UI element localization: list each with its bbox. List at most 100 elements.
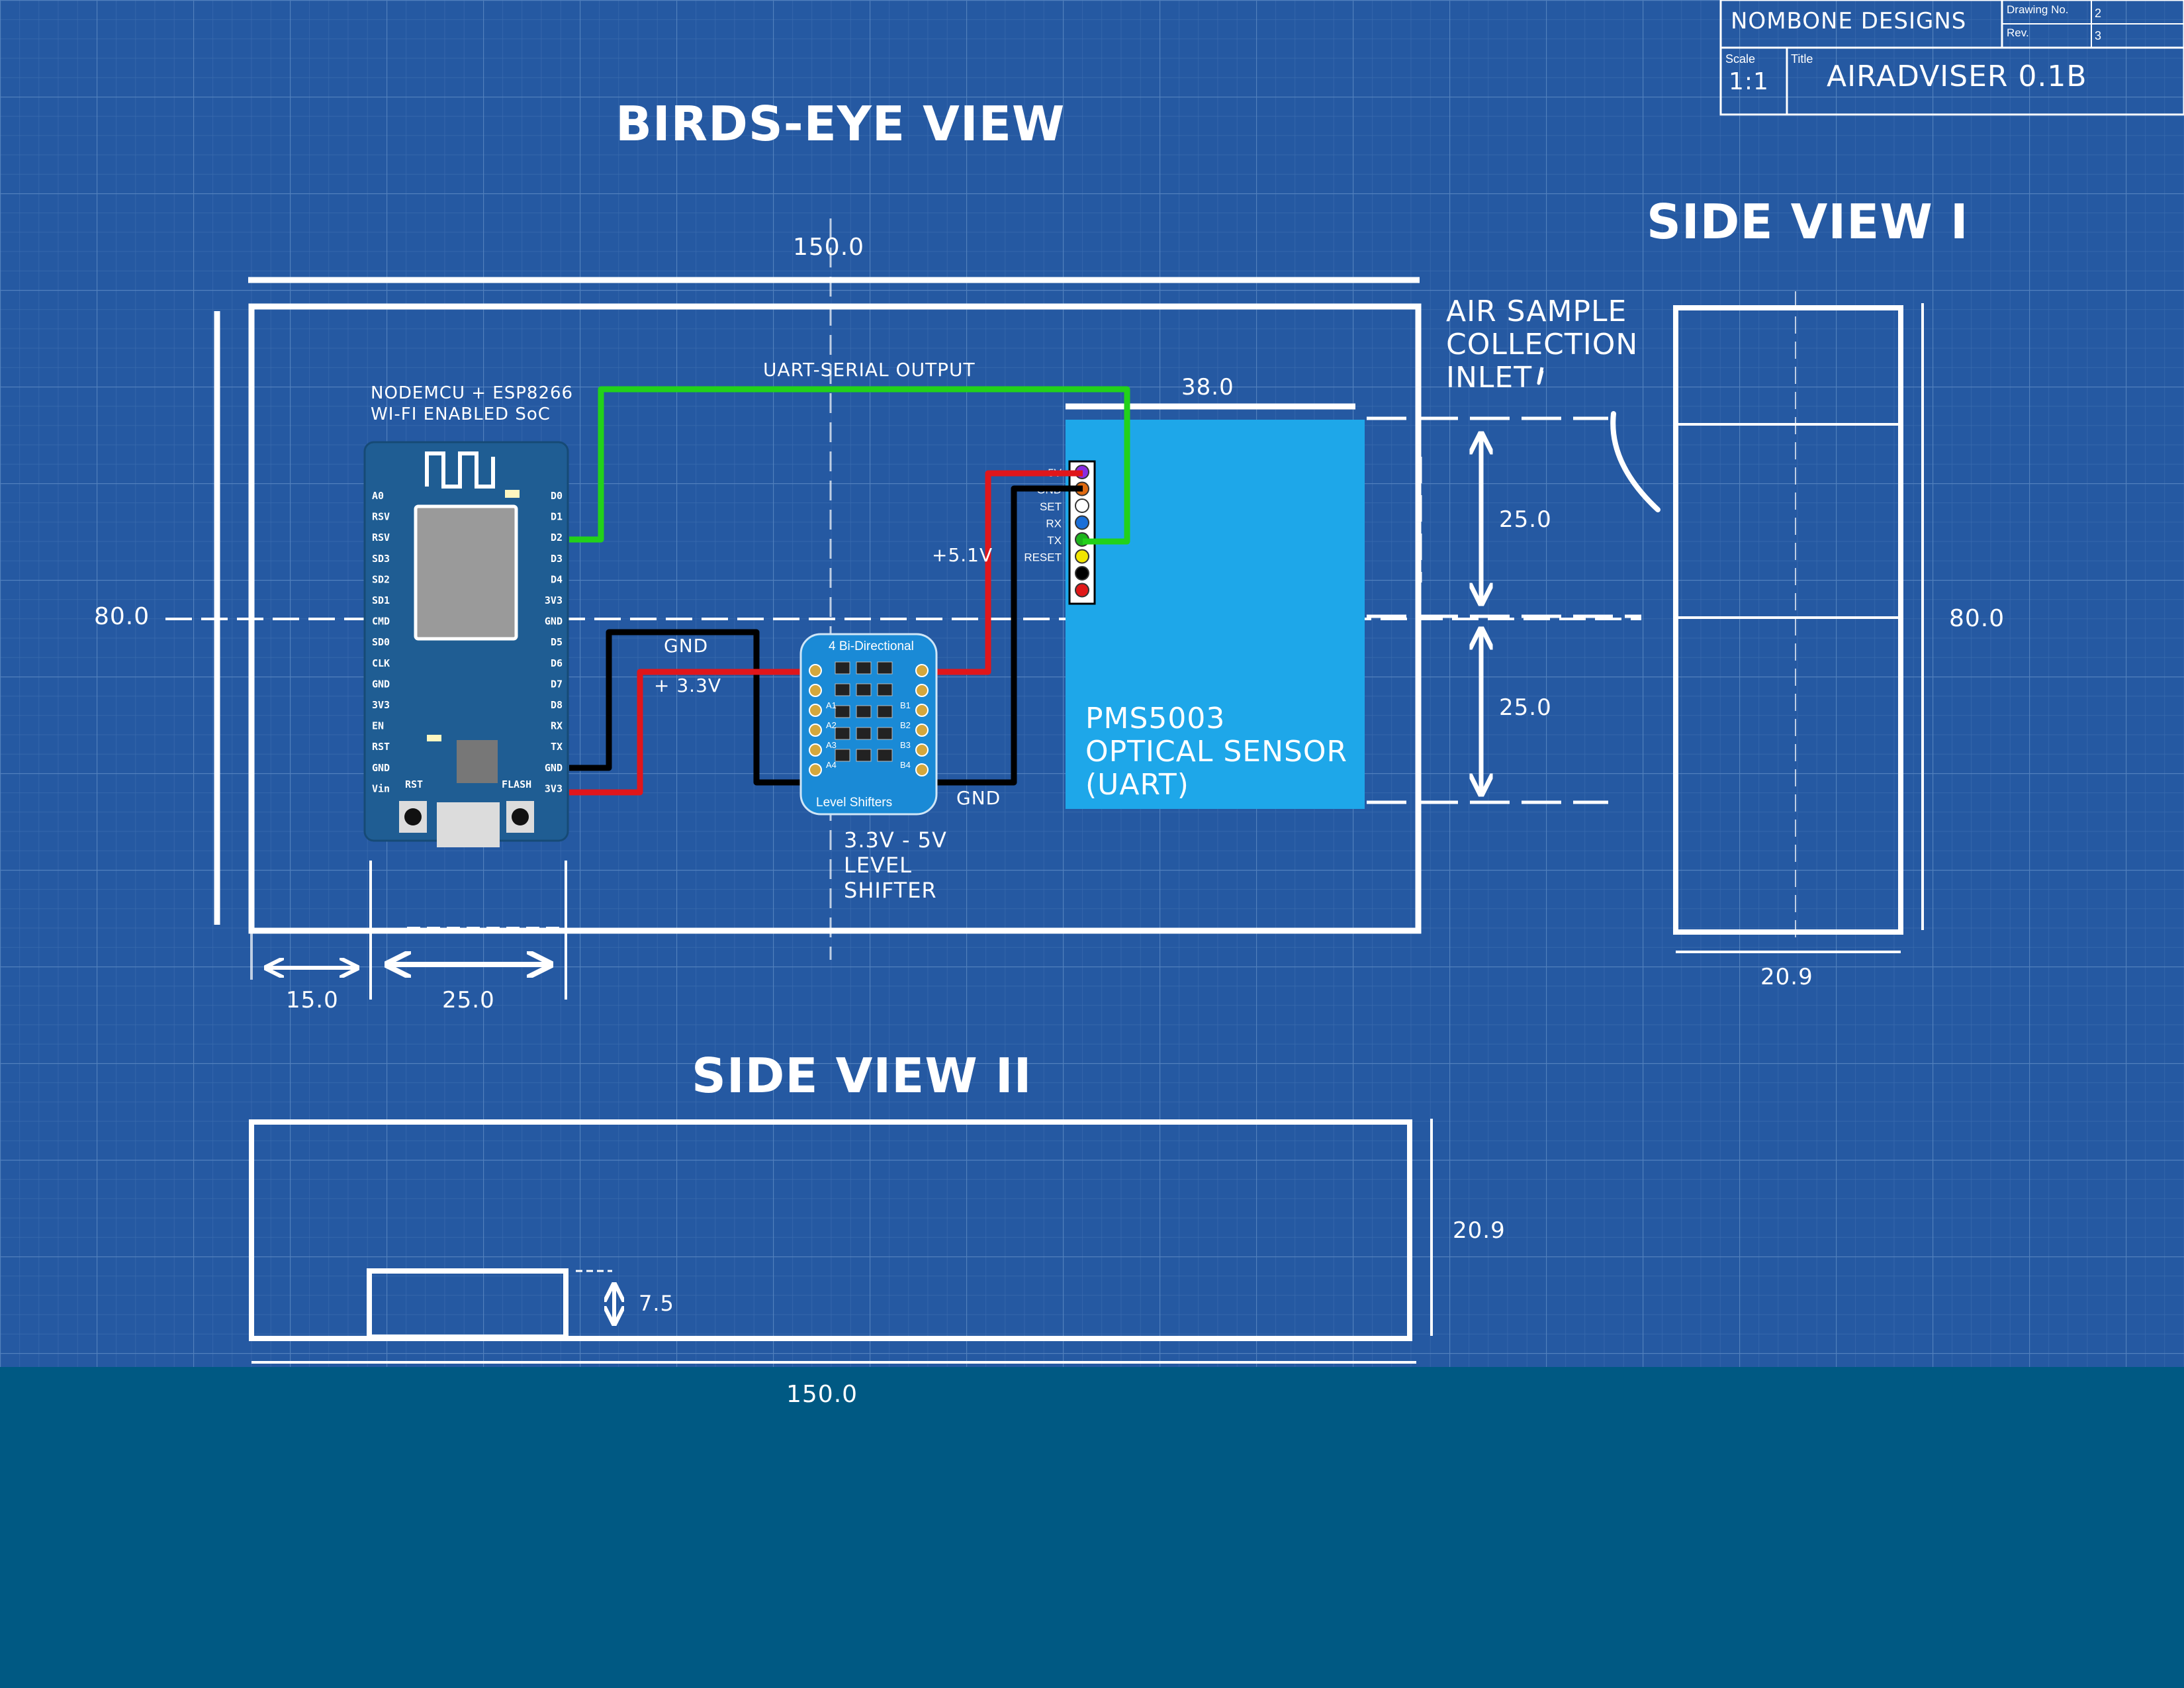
side2-mcu-block bbox=[367, 1268, 569, 1340]
smd-component bbox=[856, 705, 872, 718]
mcu-pin-left: SD1 bbox=[372, 594, 390, 606]
shifter-header: 4 Bi-Directional bbox=[829, 639, 914, 653]
company-name: NOMBONE DESIGNS bbox=[1731, 8, 1966, 34]
mcu-pin-right: D2 bbox=[551, 532, 563, 543]
title-block: NOMBONE DESIGNS Drawing No. 2 Rev. 3 Sca… bbox=[1719, 0, 2184, 116]
shifter-footer: Level Shifters bbox=[816, 796, 892, 810]
sensor-pin-dots bbox=[1075, 465, 1089, 598]
sensor-pin-dot bbox=[1075, 583, 1089, 598]
shifter-pad-left bbox=[809, 763, 822, 776]
drawing-no-value: 2 bbox=[2095, 7, 2101, 20]
title-label: Title bbox=[1791, 52, 1813, 66]
shifter-a-pin: A2 bbox=[826, 720, 837, 730]
birds-eye-heading: BIRDS-EYE VIEW bbox=[615, 96, 1065, 152]
scale-value: 1:1 bbox=[1729, 68, 1769, 95]
shifter-a-pin: A1 bbox=[826, 700, 837, 710]
mcu-pin-left: Vin bbox=[372, 782, 390, 794]
gnd-top-label: GND bbox=[664, 635, 708, 657]
scale-label: Scale bbox=[1725, 52, 1755, 66]
wire-51v-red bbox=[912, 470, 1083, 675]
mcu-pin-right: D3 bbox=[551, 553, 563, 565]
shifter-pad-right bbox=[915, 704, 929, 717]
bottom-band bbox=[0, 1367, 2184, 1688]
sensor-pin-dot bbox=[1075, 566, 1089, 581]
mcu-pin-left: RST bbox=[372, 741, 390, 753]
side-view-1-heading: SIDE VIEW I bbox=[1647, 194, 1969, 250]
gnd-bottom-label: GND bbox=[956, 787, 1001, 809]
rev-value: 3 bbox=[2095, 29, 2101, 42]
sensor-pin-dot bbox=[1075, 549, 1089, 564]
dim-inlet-lower: 25.0 bbox=[1499, 694, 1552, 721]
flash-label: FLASH bbox=[502, 778, 531, 790]
drawing-no-label: Drawing No. bbox=[2007, 3, 2069, 16]
inlet-label-1: AIR SAMPLE bbox=[1446, 295, 1627, 328]
wires bbox=[569, 386, 1130, 796]
sensor-pin-label: SET bbox=[1040, 500, 1062, 513]
dim-left-height: 80.0 bbox=[94, 603, 150, 630]
shifter-pad-right bbox=[915, 724, 929, 737]
wire-gnd-black-right bbox=[912, 485, 1083, 786]
dim-sensor-width: 38.0 bbox=[1181, 374, 1234, 400]
mcu-pin-right: 3V3 bbox=[545, 782, 563, 794]
rev-label: Rev. bbox=[2007, 26, 2029, 39]
birds-eye-outline bbox=[165, 218, 1641, 1000]
v33-label: + 3.3V bbox=[654, 675, 721, 696]
shifter-label-3: SHIFTER bbox=[844, 878, 937, 903]
shifter-b-pin: B2 bbox=[900, 720, 911, 730]
mcu-pin-left: SD2 bbox=[372, 573, 390, 585]
side-view-2 bbox=[249, 1119, 1433, 1364]
dim-mcu-width: 25.0 bbox=[442, 987, 495, 1013]
mcu-pin-right: 3V3 bbox=[545, 594, 563, 606]
mcu-pin-left: CLK bbox=[372, 657, 390, 669]
smd-component bbox=[877, 661, 893, 675]
shifter-a-pin: A3 bbox=[826, 740, 837, 750]
shifter-a-pin: A4 bbox=[826, 760, 837, 770]
smd-component bbox=[856, 661, 872, 675]
mcu-pin-right: D7 bbox=[551, 678, 563, 690]
drawing-title: AIRADVISER 0.1B bbox=[1827, 60, 2087, 93]
shifter-pad-left bbox=[809, 664, 822, 677]
smd-component bbox=[877, 749, 893, 762]
mcu-pin-left: 3V3 bbox=[372, 699, 390, 711]
shifter-pad-right bbox=[915, 763, 929, 776]
smd-component bbox=[856, 749, 872, 762]
mcu-pin-right: GND bbox=[545, 616, 563, 628]
mcu-pin-left: EN bbox=[372, 720, 384, 732]
mcu-label-1: NODEMCU + ESP8266 bbox=[371, 383, 573, 403]
mcu-pin-right: D8 bbox=[551, 699, 563, 711]
side-view-2-heading: SIDE VIEW II bbox=[692, 1048, 1032, 1103]
uart-output-label: UART-SERIAL OUTPUT bbox=[763, 359, 976, 381]
mcu-pin-left: RSV bbox=[372, 532, 390, 543]
mcu-pin-left: CMD bbox=[372, 616, 390, 628]
mcu-pin-left: SD3 bbox=[372, 553, 390, 565]
usb-port bbox=[437, 802, 500, 847]
sensor-pin-label: RX bbox=[1046, 518, 1062, 530]
inlet-label-3: INLET bbox=[1446, 361, 1532, 395]
shifter-label-1: 3.3V - 5V bbox=[844, 827, 947, 853]
inlet-label-2: COLLECTION bbox=[1446, 328, 1638, 361]
power-led bbox=[427, 735, 441, 741]
shifter-label-2: LEVEL bbox=[844, 853, 912, 878]
mcu-pin-right: RX bbox=[551, 720, 563, 732]
mcu-pin-left: GND bbox=[372, 762, 390, 774]
mcu-pin-left: RSV bbox=[372, 511, 390, 523]
shifter-pad-left bbox=[809, 743, 822, 757]
smd-component bbox=[835, 705, 850, 718]
dim-side1-depth: 20.9 bbox=[1760, 964, 1813, 990]
v51-label: +5.1V bbox=[932, 544, 993, 566]
sensor-pin-label: RESET bbox=[1024, 551, 1062, 564]
sensor-name: PMS5003 bbox=[1085, 702, 1225, 735]
mcu-pin-left: SD0 bbox=[372, 636, 390, 648]
sensor-pin-dot bbox=[1075, 515, 1089, 530]
smd-component bbox=[835, 683, 850, 696]
mcu-pin-right: D1 bbox=[551, 511, 563, 523]
smd-component bbox=[877, 727, 893, 740]
shifter-b-pin: B1 bbox=[900, 700, 911, 710]
sensor-pin-dot bbox=[1075, 498, 1089, 513]
shifter-components bbox=[835, 661, 893, 762]
dim-side2-part: 7.5 bbox=[639, 1291, 674, 1316]
mcu-pin-left: A0 bbox=[372, 490, 384, 502]
